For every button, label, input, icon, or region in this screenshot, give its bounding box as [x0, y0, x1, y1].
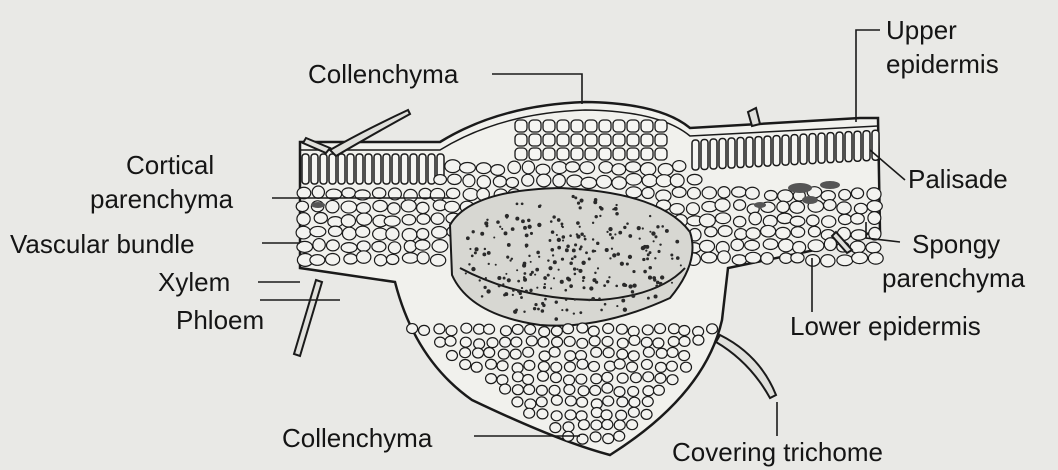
label-spongy-line2: parenchyma: [882, 264, 1025, 292]
label-vascular-bundle: Vascular bundle: [10, 230, 195, 258]
label-cortical-line2: parenchyma: [90, 185, 233, 213]
label-upper-epidermis-line2: epidermis: [886, 50, 999, 78]
label-phloem: Phloem: [176, 306, 264, 334]
label-upper-epidermis-line1: Upper: [886, 16, 957, 44]
label-palisade: Palisade: [908, 165, 1008, 193]
label-collenchyma-bottom: Collenchyma: [282, 424, 432, 452]
label-cortical-line1: Cortical: [126, 151, 214, 179]
label-covering-trichome: Covering trichome: [672, 438, 883, 466]
vascular-bundle: [450, 188, 693, 326]
label-lower-epidermis: Lower epidermis: [790, 312, 981, 340]
collenchyma-upper-cells: [515, 120, 667, 160]
label-spongy-line1: Spongy: [912, 230, 1000, 258]
label-collenchyma-top: Collenchyma: [308, 60, 458, 88]
label-xylem: Xylem: [158, 268, 230, 296]
